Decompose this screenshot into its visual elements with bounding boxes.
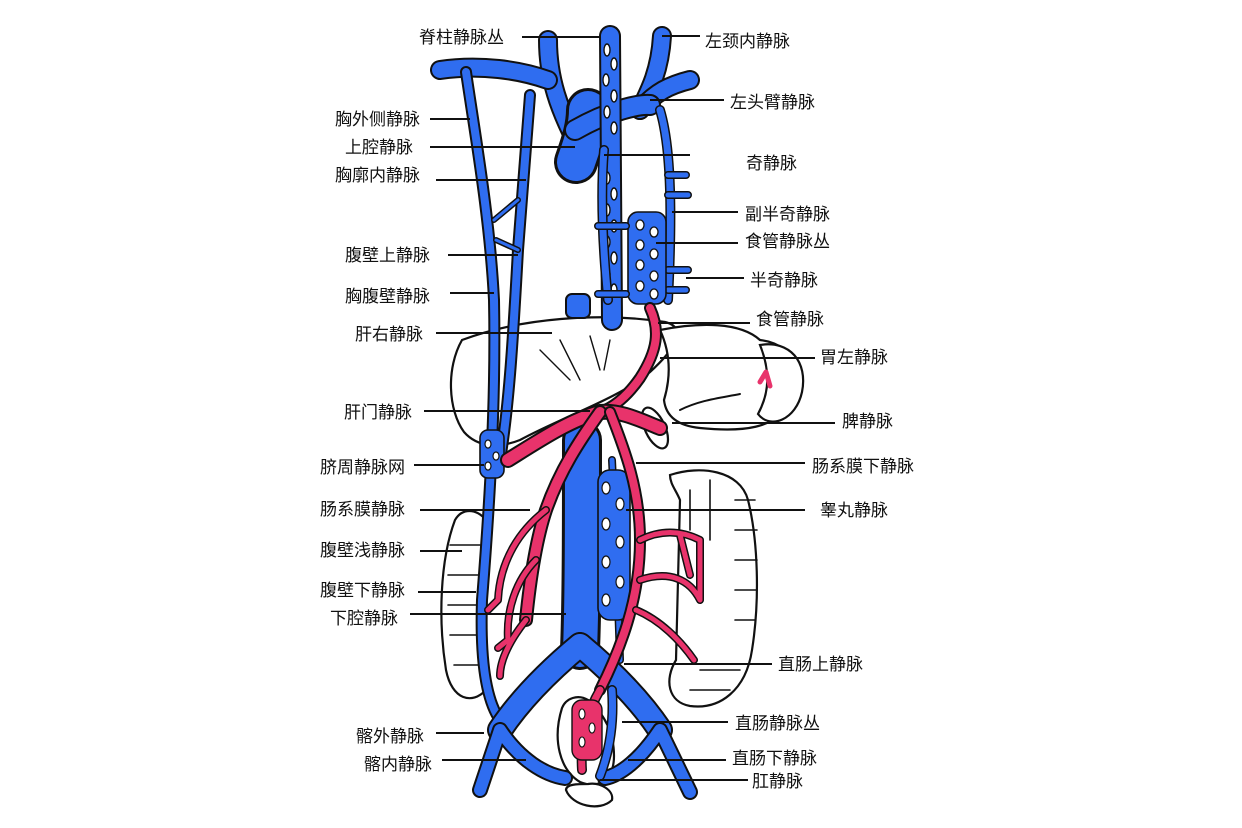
label-splenic-vein: 脾静脉 <box>842 412 893 432</box>
label-paraumbilical-venous-network: 脐周静脉网 <box>320 458 405 478</box>
label-lateral-thoracic-vein: 胸外侧静脉 <box>335 110 420 130</box>
label-thoracoepigastric-vein: 胸腹壁静脉 <box>345 287 430 307</box>
label-mesenteric-vein: 肠系膜静脉 <box>320 500 405 520</box>
systemic-veins <box>430 25 700 800</box>
label-anal-vein: 肛静脉 <box>752 772 803 792</box>
label-esophageal-vein: 食管静脉 <box>756 310 824 330</box>
label-right-hepatic-vein: 肝右静脉 <box>355 325 423 345</box>
descending-colon <box>668 469 759 708</box>
label-inferior-vena-cava: 下腔静脉 <box>330 609 398 629</box>
labels-right: 左颈内静脉 左头臂静脉 奇静脉 副半奇静脉 食管静脉丛 半奇静脉 食管静脉 胃左… <box>705 32 914 792</box>
label-external-iliac-vein: 髂外静脉 <box>356 727 424 747</box>
label-hemiazygos-vein: 半奇静脉 <box>750 271 818 291</box>
label-spinal-venous-plexus: 脊柱静脉丛 <box>419 28 504 48</box>
label-internal-thoracic-vein: 胸廓内静脉 <box>335 166 420 186</box>
label-superficial-epigastric-vein: 腹壁浅静脉 <box>320 541 405 561</box>
label-superior-vena-cava: 上腔静脉 <box>345 138 413 158</box>
label-accessory-hemiazygos-vein: 副半奇静脉 <box>745 205 830 225</box>
portal-veins <box>484 302 773 775</box>
label-rectal-venous-plexus: 直肠静脉丛 <box>735 714 820 734</box>
labels-left: 脊柱静脉丛 胸外侧静脉 上腔静脉 胸廓内静脉 腹壁上静脉 胸腹壁静脉 肝右静脉 … <box>320 28 504 775</box>
label-inferior-mesenteric-vein: 肠系膜下静脉 <box>812 457 914 477</box>
label-internal-iliac-vein: 髂内静脉 <box>364 755 432 775</box>
label-left-brachiocephalic-vein: 左头臂静脉 <box>730 93 815 113</box>
label-inferior-rectal-vein: 直肠下静脉 <box>732 749 817 769</box>
label-left-internal-jugular-vein: 左颈内静脉 <box>705 32 790 52</box>
label-superior-rectal-vein: 直肠上静脉 <box>778 655 863 675</box>
leader-lines <box>410 35 835 781</box>
label-azygos-vein: 奇静脉 <box>746 154 797 174</box>
anus-outline <box>564 782 614 808</box>
label-testicular-vein: 睾丸静脉 <box>820 501 888 521</box>
label-hepatic-portal-vein: 肝门静脉 <box>344 403 412 423</box>
label-esophageal-venous-plexus: 食管静脉丛 <box>745 232 830 252</box>
label-superior-epigastric-vein: 腹壁上静脉 <box>345 246 430 266</box>
label-inferior-epigastric-vein: 腹壁下静脉 <box>320 581 405 601</box>
label-left-gastric-vein: 胃左静脉 <box>820 348 888 368</box>
